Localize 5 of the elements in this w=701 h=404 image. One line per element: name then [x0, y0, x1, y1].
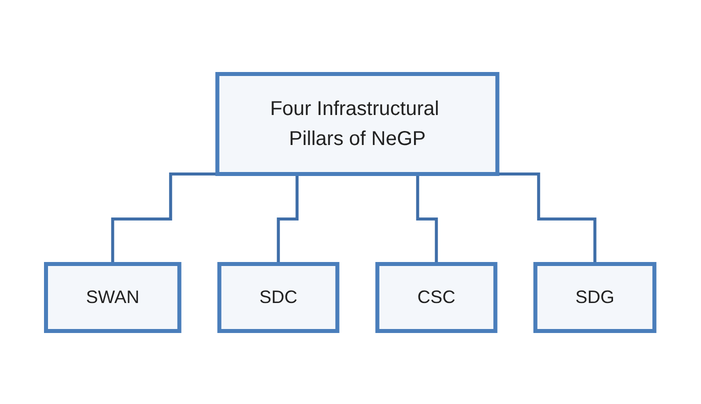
- node-box: Four Infrastructural Pillars of NeGP: [216, 72, 500, 176]
- node-box: CSC: [376, 262, 498, 332]
- node-box: SDG: [534, 262, 657, 332]
- node-box: SDC: [218, 262, 340, 332]
- node-box: SWAN: [44, 262, 182, 332]
